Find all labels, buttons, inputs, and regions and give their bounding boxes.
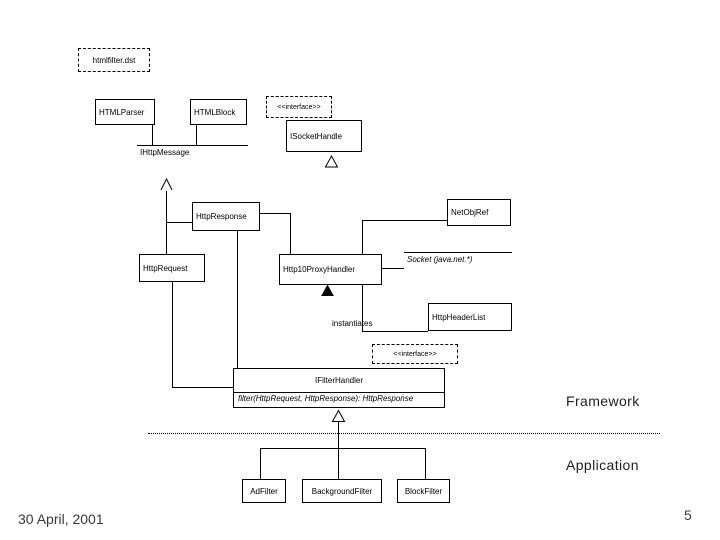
node-backgroundfilter: BackgroundFilter bbox=[302, 479, 382, 503]
node-ifilterhandler: IFilterHandler filter(HttpRequest, HttpR… bbox=[233, 368, 445, 408]
hollow-triangle-icon bbox=[331, 409, 346, 422]
edge-proxy-headerlist-v bbox=[362, 285, 363, 331]
edge-blockfilter-up bbox=[425, 448, 426, 479]
node-adfilter: AdFilter bbox=[242, 479, 286, 503]
edge-netobjref-proxy-v bbox=[362, 220, 363, 254]
edge-httpresponse-ifilterhandler bbox=[237, 231, 238, 368]
edge-httprequest-down bbox=[172, 282, 173, 387]
instantiates-label: instantiates bbox=[332, 319, 373, 328]
edge-adfilter-up bbox=[260, 448, 261, 479]
slide-date: 30 April, 2001 bbox=[18, 511, 104, 527]
edge-backgroundfilter-up bbox=[338, 448, 339, 479]
hollow-triangle-icon bbox=[324, 154, 339, 168]
node-httpheaderlist: HttpHeaderList bbox=[428, 303, 512, 331]
framework-application-divider bbox=[148, 433, 660, 434]
application-label: Application bbox=[566, 457, 639, 473]
page-number: 5 bbox=[684, 507, 692, 523]
node-htmlparser: HTMLParser bbox=[95, 99, 155, 125]
node-htmlblock: HTMLBlock bbox=[190, 99, 247, 125]
node-httpresponse: HttpResponse bbox=[192, 202, 260, 231]
edge-httpresponse-proxy-v bbox=[290, 213, 291, 254]
ifilterhandler-method: filter(HttpRequest, HttpResponse): HttpR… bbox=[238, 394, 414, 403]
edge-ifilterhandler-stem bbox=[338, 422, 339, 448]
edge-htmlparser-ihttpmessage bbox=[152, 125, 153, 145]
open-arrowhead-icon bbox=[160, 177, 173, 191]
interface-stereotype-label: <<interface>> bbox=[266, 96, 332, 118]
node-isockethandle: ISocketHandle bbox=[286, 120, 362, 152]
ifilterhandler-name: IFilterHandler bbox=[234, 369, 444, 393]
filled-triangle-icon bbox=[321, 285, 334, 296]
edge-netobjref-proxy-h bbox=[362, 220, 447, 221]
edge-proxy-headerlist-h bbox=[362, 331, 428, 332]
node-blockfilter: BlockFilter bbox=[397, 479, 450, 503]
edge-httprequest-ifilterhandler bbox=[172, 387, 233, 388]
framework-label: Framework bbox=[566, 393, 640, 409]
edge-httpresponse-proxy-h bbox=[260, 213, 290, 214]
node-http10proxyhandler: Http10ProxyHandler bbox=[279, 254, 382, 285]
edge-htmlblock-ihttpmessage bbox=[196, 125, 197, 145]
node-socket: Socket (java.net.*) bbox=[404, 252, 512, 280]
edge-httpresponse-branch bbox=[166, 222, 193, 223]
package-label: htmlfilter.dst bbox=[78, 48, 150, 72]
edge-filters-bus bbox=[260, 448, 425, 449]
node-ihttpmessage: IHttpMessage bbox=[137, 145, 248, 167]
interface-stereotype-label-2: <<interface>> bbox=[372, 344, 458, 364]
node-httprequest: HttpRequest bbox=[139, 254, 205, 282]
edge-proxy-socket bbox=[382, 268, 404, 269]
node-netobjref: NetObjRef bbox=[447, 199, 511, 226]
